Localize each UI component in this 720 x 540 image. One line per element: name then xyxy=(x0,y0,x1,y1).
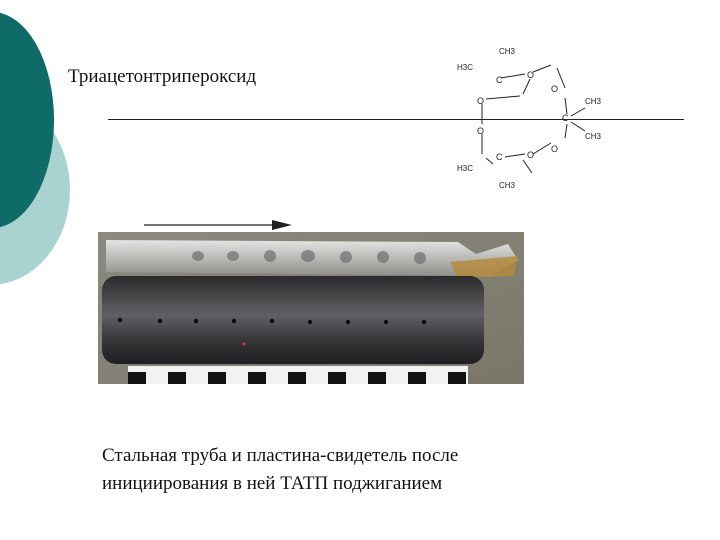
decorative-teal-shapes xyxy=(0,12,70,285)
plate-dents xyxy=(192,250,426,264)
methyl-left-upper: H3C xyxy=(457,63,473,72)
methyl-top: CH3 xyxy=(499,47,516,56)
oxygen-left-lower: O xyxy=(477,126,484,136)
carbon-bottom: C xyxy=(496,152,503,162)
title-divider xyxy=(108,119,684,120)
pipe-holes xyxy=(117,317,427,325)
oxygen-bottom-right: O xyxy=(527,150,534,160)
steel-pipe-photo xyxy=(98,232,524,384)
dark-teal-ellipse xyxy=(0,12,54,228)
methyl-right-upper: CH3 xyxy=(585,97,602,106)
oxygen-top-far: O xyxy=(551,84,558,94)
caption-line-1: Стальная труба и пластина-свидетель посл… xyxy=(102,445,459,466)
oxygen-top-right: O xyxy=(527,70,534,80)
red-mark xyxy=(242,342,246,346)
methyl-left-lower: H3C xyxy=(457,164,473,173)
molecule-bonds xyxy=(481,64,586,174)
direction-arrow xyxy=(144,220,292,230)
scale-ruler-segments xyxy=(128,372,466,384)
oxygen-left-upper: O xyxy=(477,96,484,106)
tatp-structural-formula: CH3 H3C C O O O CH3 C O CH3 O C O H3C CH… xyxy=(457,47,602,190)
steel-pipe xyxy=(102,276,484,364)
carbon-top: C xyxy=(496,75,503,85)
methyl-bottom: CH3 xyxy=(499,181,516,190)
plate-edge xyxy=(450,256,518,278)
methyl-right-lower: CH3 xyxy=(585,132,602,141)
slide-title: Триацетонтрипероксид xyxy=(68,66,257,87)
carbon-right: C xyxy=(562,113,569,123)
photo-caption: Стальная труба и пластина-свидетель посл… xyxy=(102,442,622,498)
caption-line-2: инициирования в ней ТАТП поджиганием xyxy=(102,473,443,494)
oxygen-bottom-far: O xyxy=(551,144,558,154)
